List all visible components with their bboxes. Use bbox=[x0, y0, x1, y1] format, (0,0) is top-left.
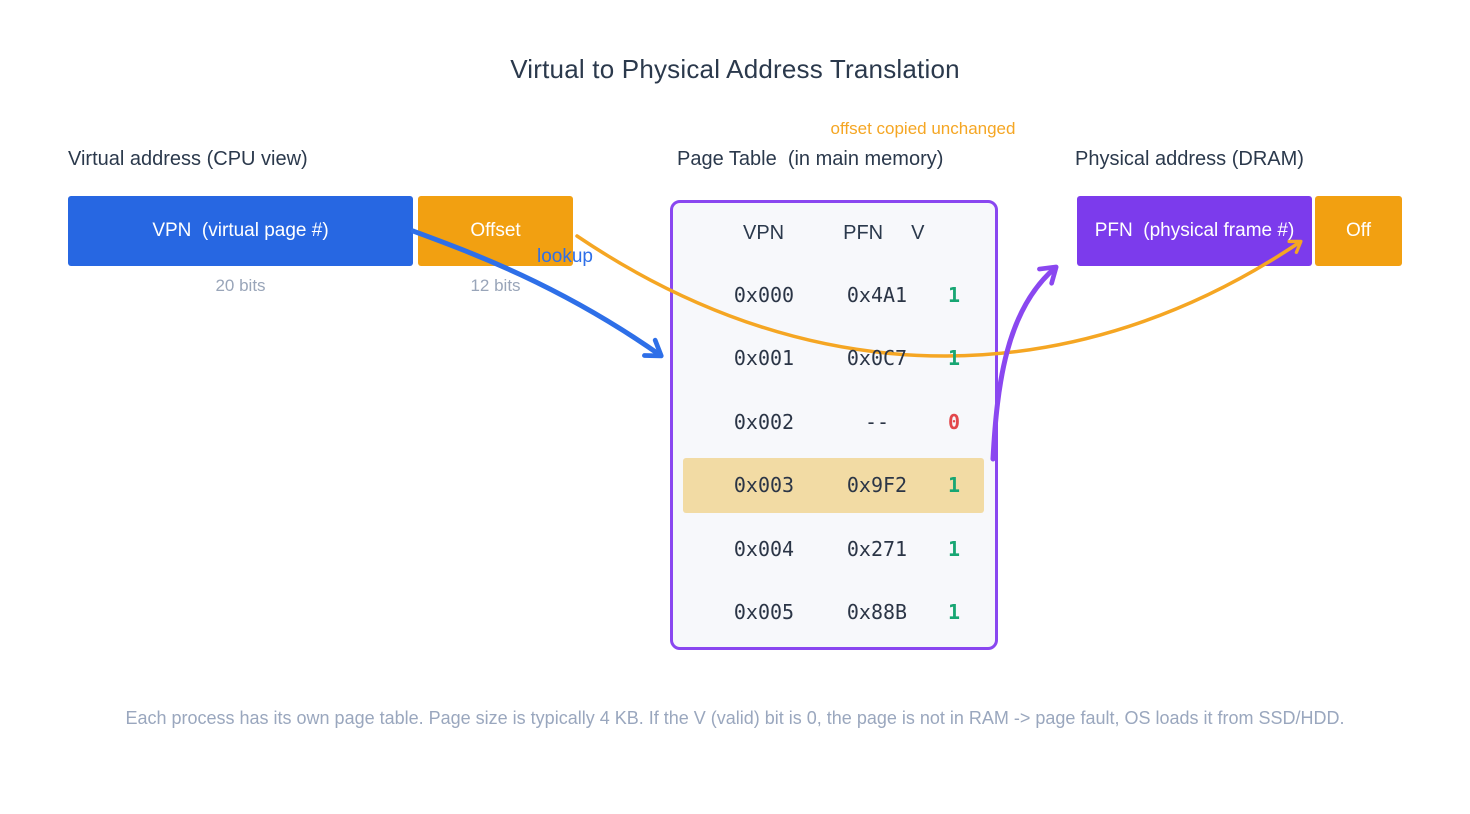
table-row: 0x001 0x0C7 1 bbox=[673, 327, 995, 391]
table-row: 0x005 0x88B 1 bbox=[673, 581, 995, 645]
pfn-field-label: PFN (physical frame #) bbox=[1094, 220, 1295, 241]
column-header-v: V bbox=[911, 221, 925, 244]
pfn-cell: 0x9F2 bbox=[846, 473, 908, 498]
pfn-cell: 0x88B bbox=[846, 600, 908, 625]
column-header-pfn: PFN bbox=[843, 221, 884, 244]
virtual-address-heading: Virtual address (CPU view) bbox=[68, 148, 308, 170]
table-row: 0x004 0x271 1 bbox=[673, 517, 995, 581]
page-table-header-row: VPN PFN V bbox=[673, 203, 995, 263]
vpn-cell: 0x004 bbox=[733, 536, 795, 561]
vpn-cell: 0x005 bbox=[733, 600, 795, 625]
lookup-annotation: lookup bbox=[537, 246, 593, 267]
vpn-bits-label: 20 bits bbox=[215, 276, 266, 295]
offset-field-label: Offset bbox=[470, 220, 521, 241]
physical-offset-field-box: Off bbox=[1315, 196, 1402, 266]
valid-bit-cell: 1 bbox=[947, 536, 961, 561]
valid-bit-cell: 1 bbox=[947, 600, 961, 625]
column-header-vpn: VPN bbox=[743, 221, 785, 244]
physical-address-heading: Physical address (DRAM) bbox=[1075, 148, 1304, 170]
table-row: 0x002 -- 0 bbox=[673, 390, 995, 454]
vpn-cell: 0x000 bbox=[733, 282, 795, 307]
vpn-cell: 0x003 bbox=[733, 473, 795, 498]
vpn-field-box: VPN (virtual page #) bbox=[68, 196, 413, 266]
valid-bit-cell: 1 bbox=[947, 473, 961, 498]
offset-bits-label: 12 bits bbox=[470, 276, 521, 295]
pfn-cell: 0x0C7 bbox=[846, 346, 908, 371]
pfn-fetch-arrow bbox=[990, 264, 1059, 462]
pfn-cell: -- bbox=[864, 409, 890, 434]
table-row: 0x000 0x4A1 1 bbox=[673, 263, 995, 327]
page-title: Virtual to Physical Address Translation bbox=[510, 54, 960, 84]
pfn-cell: 0x271 bbox=[846, 536, 908, 561]
vpn-cell: 0x002 bbox=[733, 409, 795, 434]
vpn-field-label: VPN (virtual page #) bbox=[152, 220, 329, 241]
pfn-field-box: PFN (physical frame #) bbox=[1077, 196, 1312, 266]
offset-copied-annotation: offset copied unchanged bbox=[830, 119, 1016, 138]
page-table-heading: Page Table (in main memory) bbox=[677, 148, 944, 170]
table-row-highlighted: 0x003 0x9F2 1 bbox=[683, 457, 984, 513]
page-table-card: VPN PFN V 0x000 0x4A1 1 0x001 0x0C7 1 0x… bbox=[670, 200, 998, 650]
explanatory-footnote: Each process has its own page table. Pag… bbox=[125, 708, 1345, 728]
physical-offset-field-label: Off bbox=[1346, 220, 1371, 241]
valid-bit-cell: 0 bbox=[947, 409, 961, 434]
valid-bit-cell: 1 bbox=[947, 346, 961, 371]
vpn-cell: 0x001 bbox=[733, 346, 795, 371]
valid-bit-cell: 1 bbox=[947, 282, 961, 307]
pfn-cell: 0x4A1 bbox=[846, 282, 908, 307]
